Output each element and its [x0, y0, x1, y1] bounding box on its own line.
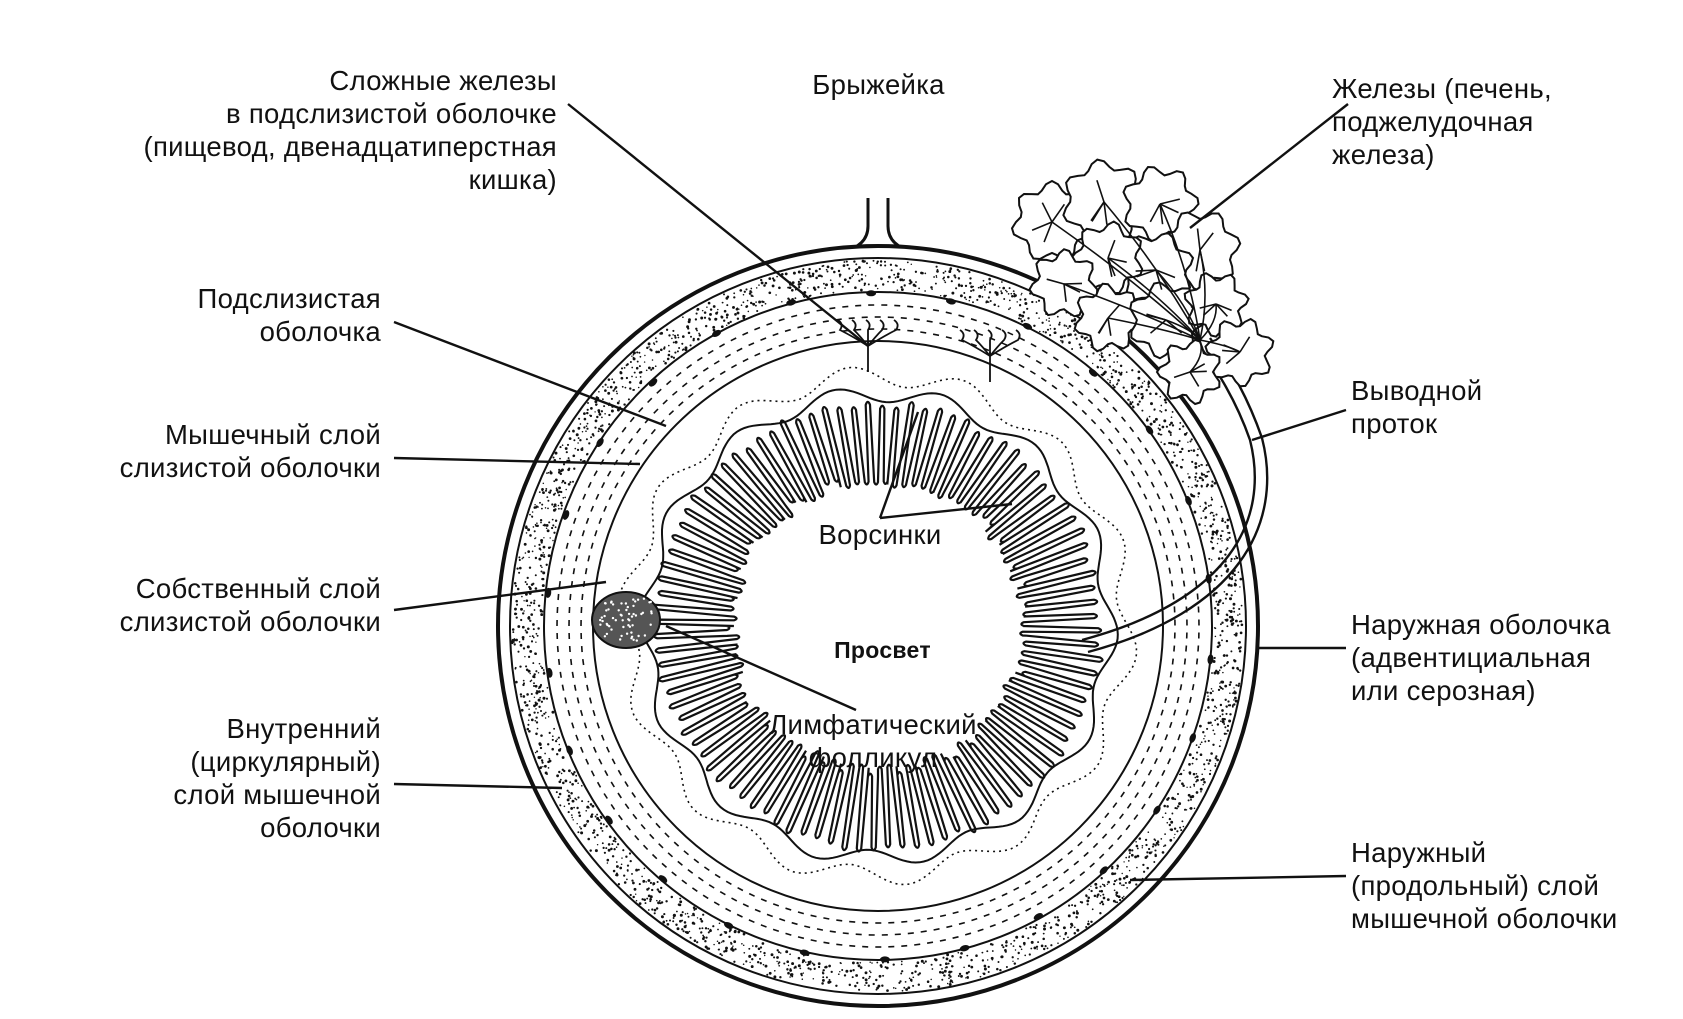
- leader-villi-1: [878, 411, 920, 519]
- mesentery-stalk: [841, 198, 915, 254]
- plexus-spots: [545, 290, 1214, 963]
- outer-muscle-stipple: [511, 259, 1244, 992]
- lymph-follicle: [591, 591, 661, 649]
- outer-coat-ring: [496, 244, 1260, 1008]
- villi-outline: [650, 400, 1104, 853]
- leader-inner-muscle: [393, 782, 563, 790]
- accessory-gland: [1010, 158, 1275, 654]
- label-inner-muscle: Внутренний (циркулярный) слой мышечной о…: [173, 713, 381, 843]
- muscle-layer-border: [543, 291, 1213, 961]
- leader-muscularis-mucosae: [393, 456, 641, 466]
- leader-glands: [1189, 103, 1349, 229]
- gland-ducts: [1031, 180, 1251, 387]
- label-villi: Ворсинки: [818, 519, 942, 550]
- label-lymph-follicle: Лимфатический фолликул: [769, 709, 977, 773]
- leader-complex-glands: [567, 103, 869, 347]
- excretory-duct: [1081, 339, 1256, 642]
- label-glands: Железы (печень, поджелудочная железа): [1332, 73, 1552, 170]
- label-duct: Выводной проток: [1351, 375, 1483, 439]
- leader-lymph-follicle: [665, 624, 857, 712]
- label-lumen: Просвет: [834, 637, 931, 663]
- leader-outer-muscle: [1129, 874, 1347, 882]
- label-lamina-propria: Собственный слой слизистой оболочки: [119, 573, 381, 637]
- leader-villi-2: [879, 502, 1013, 520]
- label-outer-muscle: Наружный (продольный) слой мышечной обол…: [1351, 837, 1618, 934]
- leader-submucosa: [393, 320, 667, 428]
- label-mesentery: Брыжейка: [812, 69, 945, 100]
- label-complex-glands: Сложные железы в подслизистой оболочке (…: [143, 65, 557, 195]
- leader-lamina-propria: [393, 580, 607, 612]
- label-muscularis-mucosae: Мышечный слой слизистой оболочки: [119, 419, 381, 483]
- leader-duct: [1251, 408, 1347, 442]
- gut-cross-section: [496, 198, 1260, 1008]
- serosa-inner-edge: [509, 257, 1247, 995]
- inner-muscle-dashes: [556, 304, 1200, 948]
- label-submucosa: Подслизистая оболочка: [197, 283, 381, 347]
- leader-lines: [393, 103, 1349, 882]
- follicle-texture: [599, 597, 653, 642]
- label-outer-coat: Наружная оболочка (адвентициальная или с…: [1351, 609, 1611, 706]
